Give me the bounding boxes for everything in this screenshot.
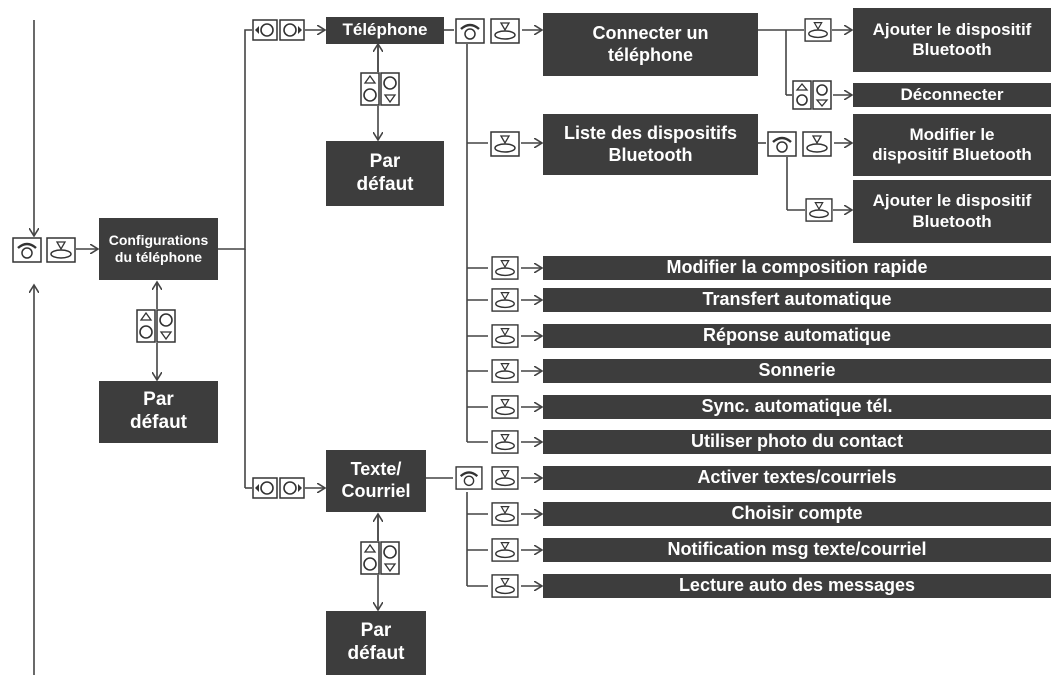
rotate-knob-icon <box>279 477 305 499</box>
telephone-item-auto-transfer[interactable]: Transfert automatique <box>543 288 1051 312</box>
rotate-knob-icon <box>252 477 278 499</box>
telephone-item-speed-dial[interactable]: Modifier la composition rapide <box>543 256 1051 280</box>
text-item-select-account[interactable]: Choisir compte <box>543 502 1051 526</box>
select-knob-icon <box>489 18 521 44</box>
telephone-box[interactable]: Téléphone <box>326 17 444 44</box>
text-email-default-box[interactable]: Par défaut <box>326 611 426 675</box>
list-item-label: Modifier la composition rapide <box>666 257 928 278</box>
scroll-knob-icon <box>136 309 176 343</box>
telephone-default-box[interactable]: Par défaut <box>326 141 444 206</box>
phone-settings-box[interactable]: Configurations du téléphone <box>99 218 218 280</box>
scroll-knob-icon <box>792 80 832 110</box>
device-list-label: Liste des dispositifs Bluetooth <box>563 122 738 165</box>
list-item-label: Choisir compte <box>731 503 863 524</box>
select-knob-icon <box>801 131 833 157</box>
text-email-label: Texte/ Courriel <box>341 459 411 501</box>
device-list-box[interactable]: Liste des dispositifs Bluetooth <box>543 114 758 175</box>
rotate-knob-icon <box>279 19 305 41</box>
add-device-label: Ajouter le dispositif Bluetooth <box>872 19 1032 59</box>
add-device-label-2: Ajouter le dispositif Bluetooth <box>872 191 1032 231</box>
telephone-item-contact-photo[interactable]: Utiliser photo du contact <box>543 430 1051 454</box>
select-knob-icon <box>804 18 832 42</box>
list-item-label: Lecture auto des messages <box>678 575 916 596</box>
text-email-default-label: Par défaut <box>347 620 405 664</box>
scroll-knob-icon <box>360 541 400 575</box>
select-knob-icon <box>489 256 521 280</box>
select-knob-icon <box>489 131 521 157</box>
select-knob-icon <box>489 324 521 348</box>
select-knob-icon <box>489 502 521 526</box>
telephone-item-ringtone[interactable]: Sonnerie <box>543 359 1051 383</box>
add-device-box[interactable]: Ajouter le dispositif Bluetooth <box>853 8 1051 72</box>
root-default-box[interactable]: Par défaut <box>99 381 218 443</box>
disconnect-box[interactable]: Déconnecter <box>853 83 1051 107</box>
text-email-box[interactable]: Texte/ Courriel <box>326 450 426 512</box>
text-item-auto-read[interactable]: Lecture auto des messages <box>543 574 1051 598</box>
connect-phone-label: Connecter un téléphone <box>592 22 709 65</box>
modify-device-label: Modifier le dispositif Bluetooth <box>872 124 1032 164</box>
list-item-label: Utiliser photo du contact <box>690 431 903 452</box>
list-item-label: Sonnerie <box>758 360 836 381</box>
list-item-label: Réponse automatique <box>702 325 892 346</box>
phone-settings-icon <box>12 237 42 263</box>
telephone-default-label: Par défaut <box>356 150 414 195</box>
select-knob-icon <box>489 574 521 598</box>
disconnect-label: Déconnecter <box>900 84 1004 104</box>
telephone-item-auto-answer[interactable]: Réponse automatique <box>543 324 1051 348</box>
list-item-label: Notification msg texte/courriel <box>667 539 927 560</box>
telephone-label: Téléphone <box>342 20 428 40</box>
phone-settings-label: Configurations du téléphone <box>108 232 209 265</box>
select-knob-icon <box>489 395 521 419</box>
text-item-notification[interactable]: Notification msg texte/courriel <box>543 538 1051 562</box>
phone-settings-icon <box>453 466 485 490</box>
modify-device-box[interactable]: Modifier le dispositif Bluetooth <box>853 114 1051 176</box>
select-knob-icon <box>489 430 521 454</box>
phone-settings-icon <box>454 18 486 44</box>
select-knob-icon <box>489 466 521 490</box>
scroll-knob-icon <box>360 72 400 106</box>
select-knob-icon <box>489 359 521 383</box>
select-knob-icon <box>46 237 76 263</box>
phone-settings-icon <box>766 131 798 157</box>
rotate-knob-icon <box>252 19 278 41</box>
select-knob-icon <box>489 538 521 562</box>
root-default-label: Par défaut <box>130 389 187 433</box>
connect-phone-box[interactable]: Connecter un téléphone <box>543 13 758 76</box>
list-item-label: Transfert automatique <box>702 289 892 310</box>
select-knob-icon <box>805 198 833 222</box>
list-item-label: Sync. automatique tél. <box>701 396 893 417</box>
text-item-enable[interactable]: Activer textes/courriels <box>543 466 1051 490</box>
add-device-box-2[interactable]: Ajouter le dispositif Bluetooth <box>853 180 1051 243</box>
list-item-label: Activer textes/courriels <box>697 467 897 488</box>
select-knob-icon <box>489 288 521 312</box>
telephone-item-auto-sync[interactable]: Sync. automatique tél. <box>543 395 1051 419</box>
